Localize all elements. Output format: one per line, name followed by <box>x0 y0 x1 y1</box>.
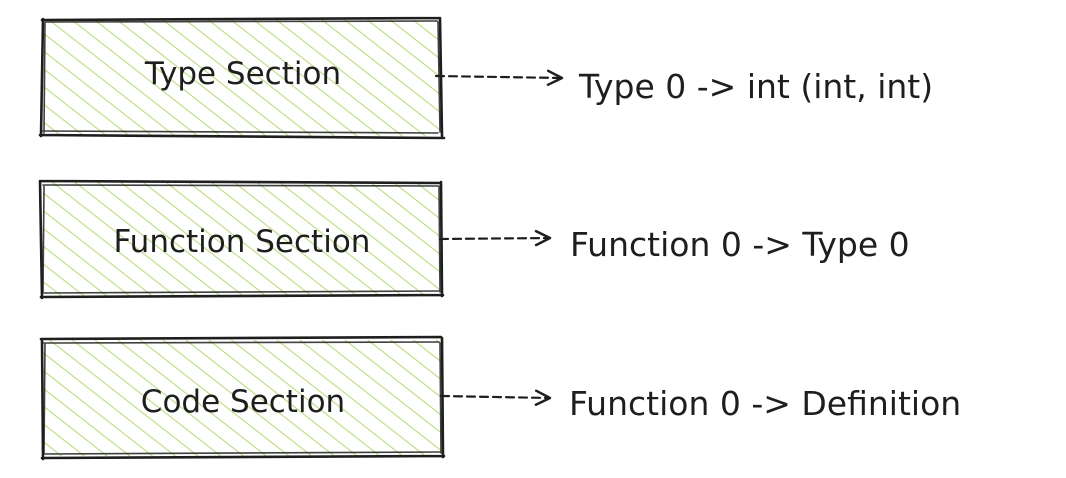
function-section-description: Function 0 -> Type 0 <box>570 225 910 264</box>
code-section-box: Code Section <box>39 335 446 461</box>
code-section-label: Code Section <box>141 384 345 420</box>
function-section-label: Function Section <box>114 224 371 260</box>
section-row-function: Function Section Function 0 -> Type 0 <box>38 179 910 300</box>
type-section-label: Type Section <box>144 56 341 92</box>
function-section-arrow <box>438 229 552 247</box>
section-row-type: Type Section Type 0 -> int (int, int) <box>38 16 933 140</box>
code-section-arrow <box>439 389 552 406</box>
type-section-description: Type 0 -> int (int, int) <box>578 67 933 106</box>
function-section-box: Function Section <box>38 179 445 300</box>
code-section-description: Function 0 -> Definition <box>569 384 961 423</box>
section-row-code: Code Section Function 0 -> Definition <box>39 335 961 461</box>
type-section-box: Type Section <box>38 16 446 140</box>
type-section-arrow <box>434 69 564 86</box>
